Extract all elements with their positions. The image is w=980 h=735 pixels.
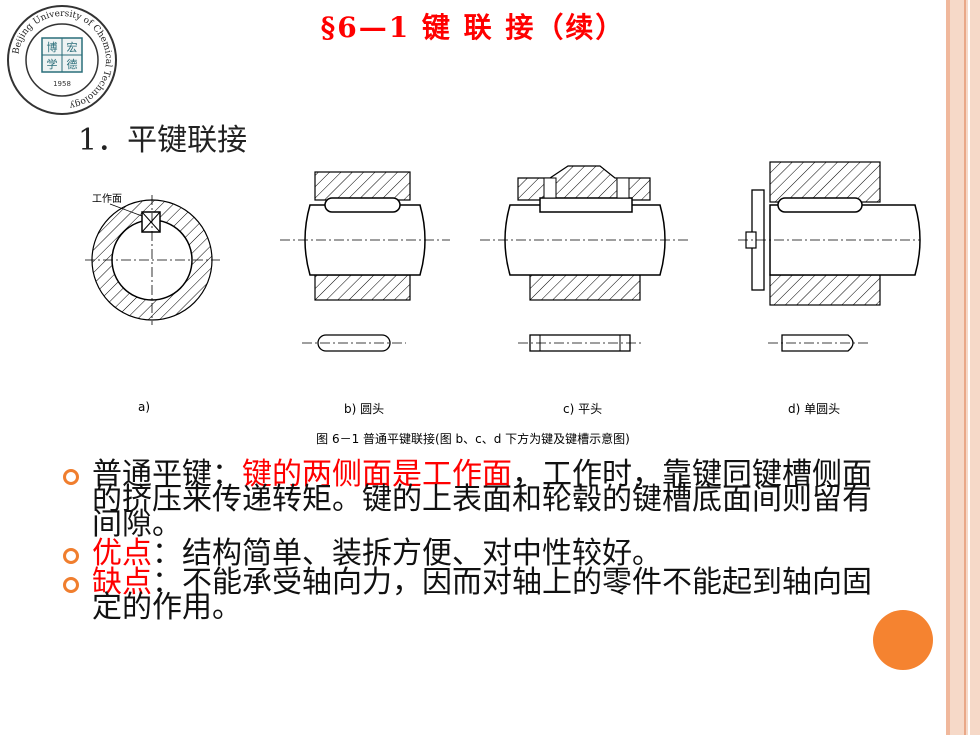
figure-d-single-round-key xyxy=(738,161,921,352)
logo-char-1: 博 xyxy=(47,41,58,54)
figure-a-cross-section: 工作面 xyxy=(85,193,220,325)
figure-label-d: d) 单圆头 xyxy=(788,402,841,416)
bullet-item-flat-key: 普通平键：键的两侧面是工作面，工作时，靠键同键槽侧面的挤压来传递转矩。键的上表面… xyxy=(60,460,880,540)
flat-key-figure: 工作面 xyxy=(85,161,921,352)
section-heading: 1．平键联接 xyxy=(78,123,248,158)
bullet-ring-icon xyxy=(63,548,79,564)
logo-char-4: 德 xyxy=(67,57,78,71)
bullet-item-advantages: 优点：结构简单、装拆方便、对中性较好。 xyxy=(60,539,880,569)
bullet-3-highlight: 缺点 xyxy=(92,565,152,600)
decorative-orange-circle xyxy=(873,610,933,670)
bullet-ring-icon xyxy=(63,469,79,485)
bullet-item-disadvantages: 缺点：不能承受轴向力，因而对轴上的零件不能起到轴向固定的作用。 xyxy=(60,568,880,623)
bullet-1-text: ，工作时，靠键同键槽侧面的挤压来传递转矩。键的上表面和轮毂的键槽底面间则留有间隙… xyxy=(92,457,872,542)
figure-c-flat-key xyxy=(480,165,690,352)
figure-label-c: c) 平头 xyxy=(563,402,603,416)
work-face-label: 工作面 xyxy=(92,193,122,205)
side-decoration-stripe xyxy=(946,0,980,735)
slide-title: §6—1 键 联 接（续） xyxy=(320,11,626,44)
university-logo: Beijing University of Chemical Technolog… xyxy=(7,5,117,115)
figure-label-a: a) xyxy=(138,400,151,414)
bullet-1-prefix: 普通平键： xyxy=(92,457,242,492)
bullet-1-highlight: 键的两侧面是工作面 xyxy=(242,457,512,492)
bullet-2-highlight: 优点 xyxy=(92,536,152,571)
bullet-list: 普通平键：键的两侧面是工作面，工作时，靠键同键槽侧面的挤压来传递转矩。键的上表面… xyxy=(60,460,880,624)
bullet-3-text: ：不能承受轴向力，因而对轴上的零件不能起到轴向固定的作用。 xyxy=(92,565,872,625)
figure-b-round-key xyxy=(280,171,450,352)
logo-char-2: 宏 xyxy=(67,40,78,54)
bullet-2-text: ：结构简单、装拆方便、对中性较好。 xyxy=(152,536,662,571)
bullet-ring-icon xyxy=(63,577,79,593)
figure-caption: 图 6－1 普通平键联接(图 b、c、d 下方为键及键槽示意图) xyxy=(316,432,630,446)
logo-year: 1958 xyxy=(53,80,71,88)
figure-label-b: b) 圆头 xyxy=(344,402,385,416)
logo-char-3: 学 xyxy=(47,57,58,71)
